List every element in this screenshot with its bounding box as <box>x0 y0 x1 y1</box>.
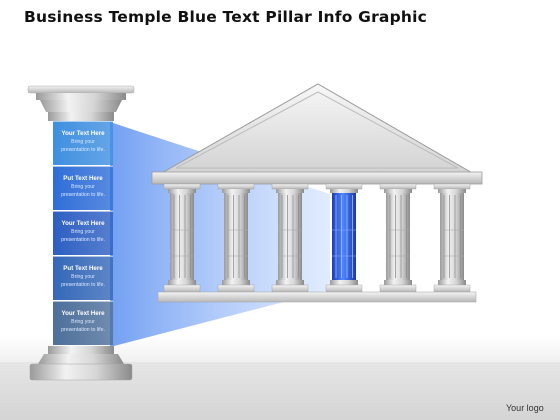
panel-body: Bring your presentation to life. <box>61 184 105 199</box>
panel-heading: Your Text Here <box>61 220 105 227</box>
temple-base <box>157 291 477 303</box>
temple-column <box>433 183 471 293</box>
panel-body: Bring your presentation to life. <box>61 229 105 244</box>
logo-text: Your logo <box>506 403 544 413</box>
highlighted-column <box>325 183 363 293</box>
temple-column <box>163 183 201 293</box>
panel-body: Bring your presentation to life. <box>61 139 105 154</box>
panel-body: Bring your presentation to life. <box>61 319 105 334</box>
temple-entablature <box>151 171 483 185</box>
panel-body: Bring your presentation to life. <box>61 274 105 289</box>
temple-roof <box>158 83 476 175</box>
panel-heading: Put Text Here <box>63 265 103 272</box>
panel-heading: Your Text Here <box>61 310 105 317</box>
temple-column <box>379 183 417 293</box>
temple <box>151 83 483 303</box>
page-title: Business Temple Blue Text Pillar Info Gr… <box>24 8 428 26</box>
panel-heading: Your Text Here <box>61 130 105 137</box>
text-pillar <box>27 85 135 381</box>
panel-heading: Put Text Here <box>63 175 103 182</box>
temple-column <box>271 183 309 293</box>
temple-column <box>217 183 255 293</box>
